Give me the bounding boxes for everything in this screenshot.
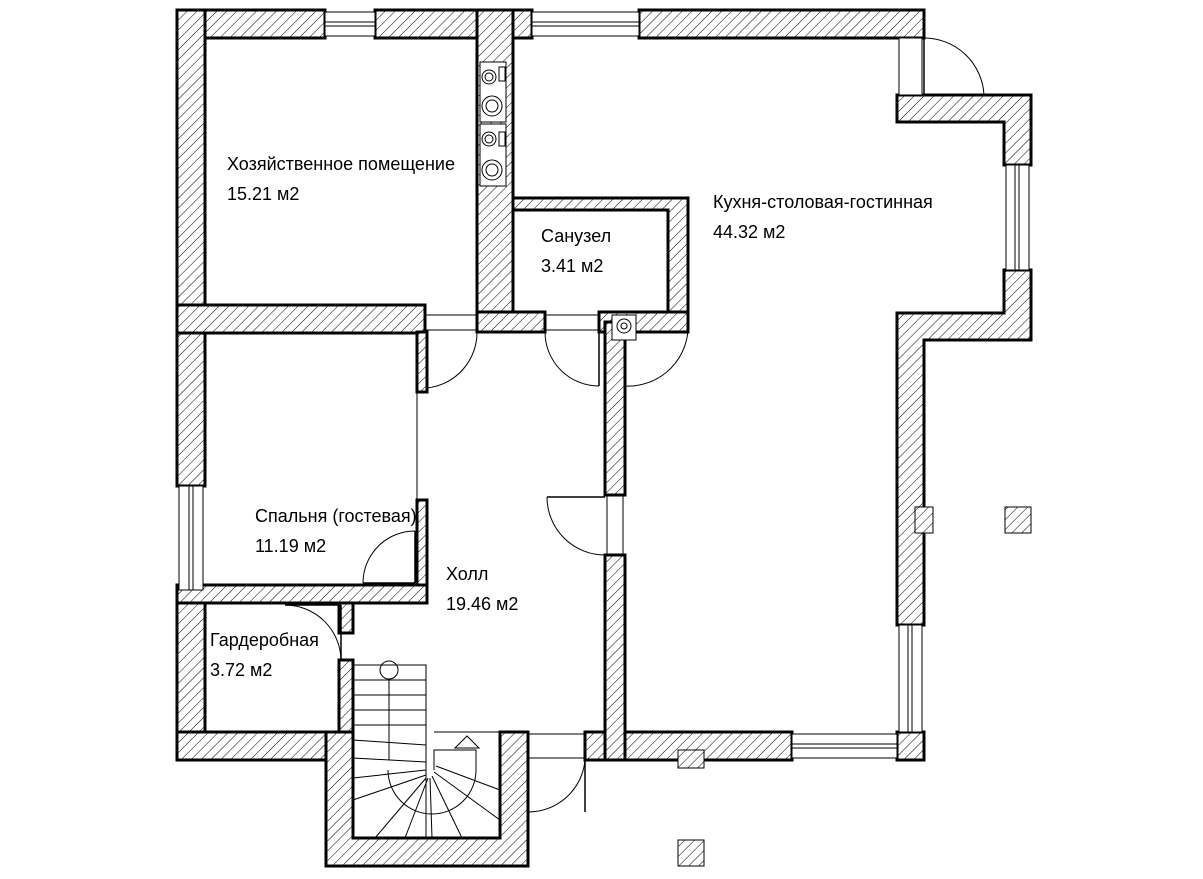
wall-right-corner (895, 730, 926, 762)
room-area-wardrobe: 3.72 м2 (210, 660, 272, 680)
columns (677, 506, 1032, 867)
room-name-bedroom: Спальня (гостевая) (255, 506, 417, 526)
window-bottom (791, 733, 898, 759)
room-name-utility: Хозяйственное помещение (227, 154, 455, 174)
room-name-bathroom: Санузел (541, 226, 611, 246)
column-4 (677, 839, 705, 867)
door-terrace-frame (898, 37, 923, 96)
wall-bedroom-right-lower (415, 498, 429, 587)
wall-bedroom-bottom (175, 583, 429, 605)
window-bay (1005, 164, 1030, 271)
wall-hall-kitchen-upper (603, 320, 627, 497)
room-area-bathroom: 3.41 м2 (541, 256, 603, 276)
wall-bay (895, 93, 1033, 167)
room-labels: Хозяйственное помещение 15.21 м2 Кухня-с… (210, 154, 933, 680)
column-2 (1004, 506, 1032, 534)
stove-equipment (479, 61, 637, 341)
room-area-bedroom: 11.19 м2 (255, 536, 326, 556)
wall-utility-bottom (175, 303, 427, 335)
column-3 (677, 749, 705, 769)
room-area-utility: 15.21 м2 (227, 184, 299, 204)
staircase (352, 660, 501, 839)
window-right (898, 624, 923, 733)
room-name-hall: Холл (446, 564, 488, 584)
room-area-kitchen: 44.32 м2 (713, 222, 785, 242)
windows (178, 11, 1030, 759)
wall-bay-lower (895, 268, 1033, 627)
room-area-hall: 19.46 м2 (446, 594, 518, 614)
wall-wardrobe-right (337, 601, 355, 635)
wall-top-right (637, 8, 926, 40)
window-left (178, 485, 204, 591)
room-name-kitchen: Кухня-столовая-гостинная (713, 192, 933, 212)
wall-bottom-left (175, 730, 355, 762)
wall-bedroom-right-upper (415, 330, 429, 394)
window-top-1 (324, 11, 376, 37)
wall-bathroom-bottom-left (475, 310, 547, 334)
walls (175, 8, 1033, 868)
wall-hall-kitchen-lower (603, 553, 627, 762)
wall-left-upper (175, 8, 207, 488)
window-top-2 (531, 11, 640, 37)
room-name-wardrobe: Гардеробная (210, 630, 319, 650)
column-1 (914, 506, 934, 534)
doors (284, 37, 985, 813)
